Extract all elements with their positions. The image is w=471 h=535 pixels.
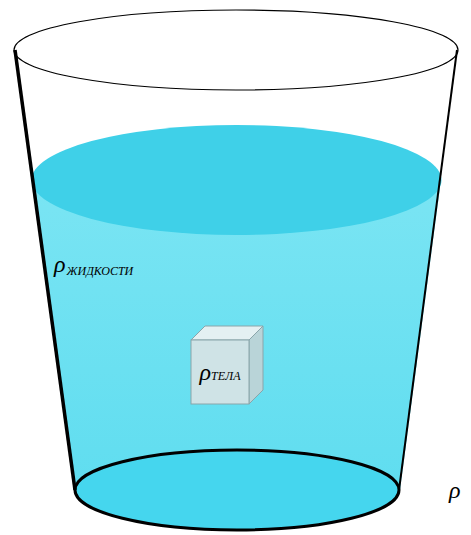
subscript-text: ТЕЛА <box>211 369 240 383</box>
density-symbol: ρТЕЛА <box>200 359 241 386</box>
glass-wall <box>15 50 75 490</box>
glass-bottom <box>75 450 399 530</box>
density-symbol: ρ <box>449 478 461 502</box>
cube-front <box>191 340 249 404</box>
cube-side <box>249 326 263 404</box>
density-symbol: ρ <box>54 252 66 276</box>
glass-rim <box>14 10 458 90</box>
liquid-surface <box>32 125 442 235</box>
glass-wall <box>399 50 457 490</box>
density-symbol: ρ <box>200 359 212 385</box>
subscript-text: ЖИДКОСТИ <box>67 265 134 277</box>
cube-body: ρТЕЛА <box>191 340 249 404</box>
